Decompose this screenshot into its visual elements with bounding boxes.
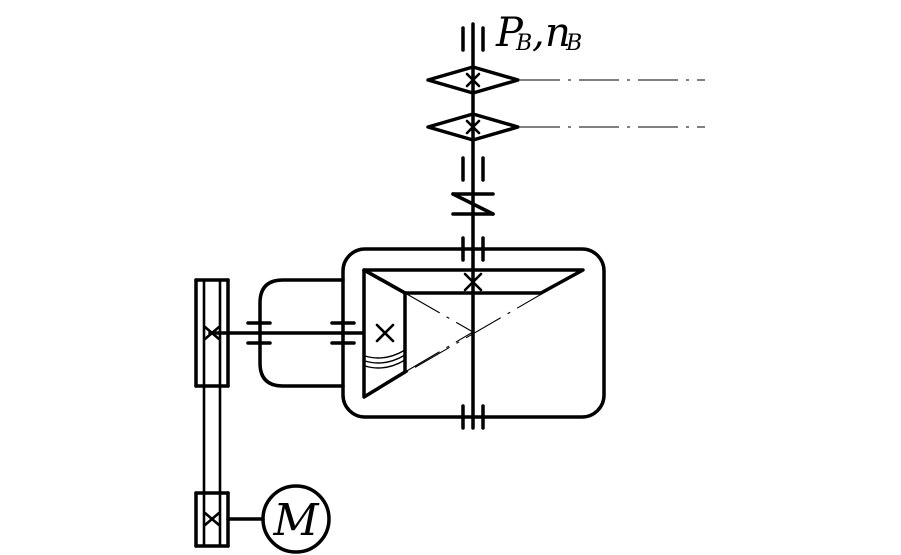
output-power-symbol: P <box>495 10 524 56</box>
driven-pulley <box>194 278 230 388</box>
drive-pulley <box>194 491 230 548</box>
output-power-subscript: B <box>515 31 532 56</box>
output-speed-symbol: n <box>545 10 571 56</box>
input-bearing-right <box>330 321 356 345</box>
input-bearing-left <box>246 321 272 345</box>
housing-bearing-bottom <box>461 404 485 430</box>
housing-bearing-top <box>461 236 485 262</box>
pulley-hub-lower <box>203 511 221 527</box>
top-bearing <box>461 26 485 52</box>
output-separator: , <box>532 10 545 56</box>
electric-motor: M <box>261 484 331 554</box>
pulley-hub-upper <box>203 325 221 341</box>
shaft-coupling <box>451 192 495 216</box>
output-sprocket-lower <box>426 112 520 142</box>
bevel-pinion <box>362 268 407 399</box>
output-speed-subscript: B <box>565 31 582 56</box>
drive-belt <box>202 278 222 548</box>
cone-centerlines <box>363 269 584 398</box>
input-bearing-housing <box>258 278 345 388</box>
middle-bearing <box>461 156 485 182</box>
motor-label: M <box>272 495 319 546</box>
output-sprocket-upper <box>426 65 520 95</box>
